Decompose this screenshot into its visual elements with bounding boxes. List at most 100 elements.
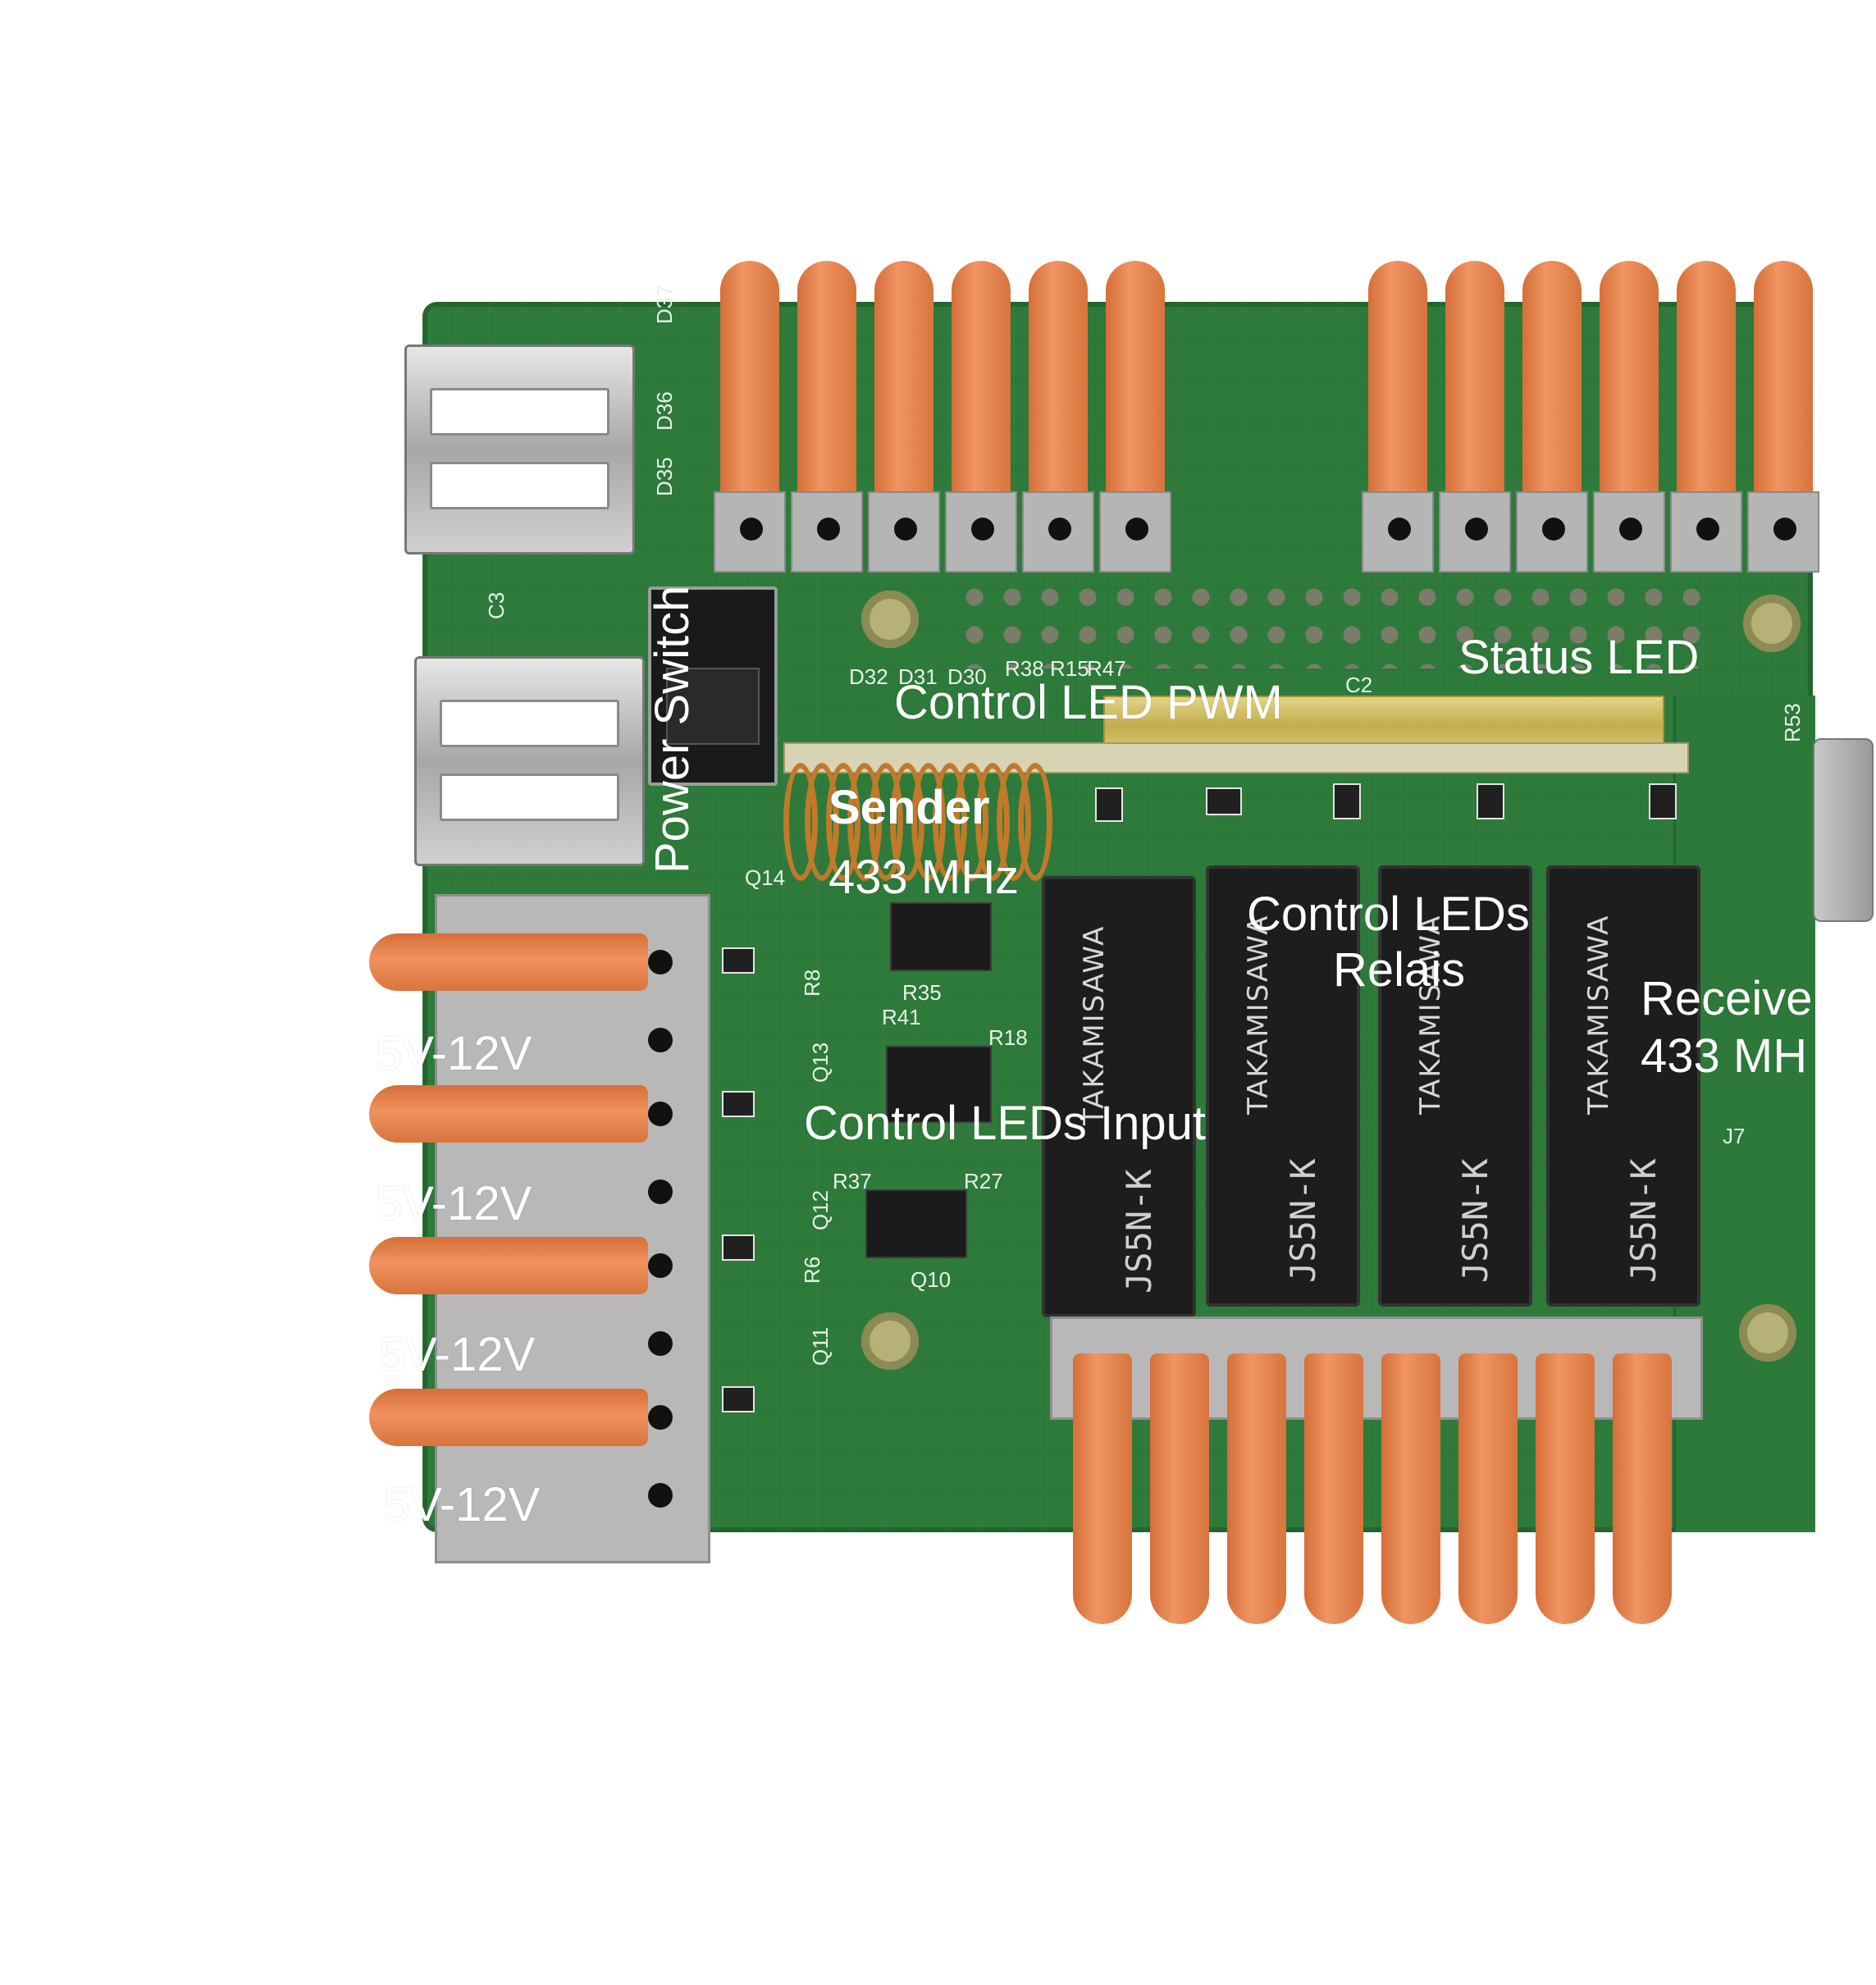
terminal-lever	[1099, 261, 1171, 573]
silkscreen-label: R15	[1050, 656, 1089, 681]
terminal-lever	[1066, 1353, 1139, 1624]
relay-model: JS5N-K	[1283, 1158, 1323, 1283]
relay-brand: TAKAMISAWA	[1242, 914, 1275, 1115]
terminal-lever	[1221, 1353, 1293, 1624]
relay-model: JS5N-K	[1623, 1158, 1664, 1283]
terminal-lever	[868, 261, 940, 573]
smd-component	[1649, 783, 1677, 819]
terminal-lever	[1375, 1353, 1447, 1624]
silkscreen-label: R18	[988, 1025, 1028, 1050]
silkscreen-label: R41	[882, 1005, 921, 1029]
terminal-lever	[1362, 261, 1434, 573]
smd-component	[722, 947, 755, 974]
smd-component	[1206, 787, 1242, 815]
label-voltage-3: 5V-12V	[379, 1328, 536, 1381]
label-voltage-2: 5V-12V	[376, 1177, 532, 1230]
terminal-lever	[791, 261, 863, 573]
label-control-led-pwm: Control LED PWM	[894, 676, 1283, 729]
smd-component	[722, 1091, 755, 1117]
mounting-hole	[1739, 1304, 1796, 1362]
silkscreen-label: Q13	[808, 1042, 833, 1083]
silkscreen-label: C2	[1345, 673, 1373, 697]
terminal-lever	[369, 927, 697, 997]
silkscreen-label: R53	[1780, 703, 1805, 742]
silkscreen-label: R38	[1005, 656, 1044, 681]
label-sender-frequency: 433 MHz	[828, 851, 1020, 904]
terminal-block-left-housing	[435, 894, 710, 1563]
power-switch	[648, 586, 778, 786]
terminal-lever	[945, 261, 1017, 573]
terminal-lever	[714, 261, 786, 573]
ic-chip	[890, 902, 992, 971]
relay: TAKAMISAWA JS5N-K	[1206, 865, 1360, 1307]
label-sender-title: Sender	[828, 781, 990, 834]
terminal-lever	[1606, 1353, 1678, 1624]
silkscreen-label: C3	[484, 591, 509, 619]
silkscreen-label: R27	[964, 1169, 1003, 1193]
label-voltage-1: 5V-12V	[376, 1027, 532, 1080]
smd-component	[722, 1234, 755, 1261]
label-control-leds-input: Control LEDs Input	[804, 1097, 1207, 1150]
silkscreen-label: D35	[652, 457, 677, 496]
smd-component	[722, 1386, 755, 1412]
silkscreen-label: D31	[898, 664, 938, 689]
silkscreen-label: Q12	[808, 1189, 833, 1230]
silkscreen-label: D37	[652, 285, 677, 324]
silkscreen-label: D32	[849, 664, 888, 689]
terminal-lever	[369, 1308, 697, 1379]
label-voltage-4: 5V-12V	[384, 1478, 541, 1531]
mounting-hole	[1743, 595, 1801, 652]
relay: TAKAMISAWA JS5N-K	[1042, 876, 1196, 1317]
ic-chip	[865, 1189, 967, 1258]
antenna-coil	[783, 763, 1066, 881]
silkscreen-label: R6	[800, 1256, 824, 1284]
mounting-hole	[861, 1312, 919, 1370]
terminal-lever	[369, 1005, 697, 1075]
relay-model: JS5N-K	[1119, 1169, 1159, 1294]
relay-brand: TAKAMISAWA	[1078, 924, 1111, 1125]
usb-port-lower	[414, 656, 645, 866]
terminal-lever	[369, 1460, 697, 1531]
terminal-lever	[369, 1079, 697, 1149]
relay-model: JS5N-K	[1455, 1158, 1495, 1283]
silkscreen-label: J7	[1723, 1124, 1746, 1148]
label-receiver-line2: 433 MH	[1641, 1029, 1808, 1083]
terminal-lever	[1143, 1353, 1216, 1624]
terminal-lever	[1022, 261, 1094, 573]
terminal-lever	[1452, 1353, 1524, 1624]
terminal-block-top-right	[1362, 261, 1824, 573]
silkscreen-label: R8	[800, 969, 824, 997]
silkscreen-label: D30	[947, 664, 987, 689]
terminal-lever	[1298, 1353, 1370, 1624]
terminal-lever	[369, 1157, 697, 1227]
receiver-connector	[1813, 738, 1874, 922]
terminal-lever	[369, 1230, 697, 1301]
terminal-block-top-left	[714, 261, 1176, 573]
terminal-lever	[1516, 261, 1588, 573]
label-control-leds-relais-line1: Control LEDs	[1247, 888, 1530, 941]
label-receiver-line1: Receive	[1641, 972, 1813, 1025]
terminal-lever	[1593, 261, 1665, 573]
relay: TAKAMISAWA JS5N-K	[1378, 865, 1532, 1307]
silkscreen-label: R37	[833, 1169, 872, 1193]
silkscreen-label: R47	[1087, 656, 1126, 681]
smd-component	[1095, 787, 1123, 822]
ic-chip	[886, 1046, 992, 1123]
terminal-lever	[1747, 261, 1819, 573]
silkscreen-label: D36	[652, 391, 677, 431]
terminal-lever	[1670, 261, 1742, 573]
terminal-lever	[369, 1382, 697, 1453]
label-status-led: Status LED	[1458, 631, 1700, 684]
silkscreen-label: Q14	[745, 865, 786, 890]
terminal-lever	[1529, 1353, 1601, 1624]
mounting-hole	[861, 591, 919, 648]
terminal-block-bottom	[1066, 1353, 1683, 1624]
terminal-lever	[1439, 261, 1511, 573]
smd-component	[1477, 783, 1504, 819]
relay-brand: TAKAMISAWA	[1582, 914, 1615, 1115]
silkscreen-label: R35	[902, 980, 942, 1005]
gpio-header	[956, 578, 1710, 669]
silkscreen-label: Q10	[911, 1267, 952, 1292]
label-power-switch: Power Switch	[646, 585, 699, 874]
